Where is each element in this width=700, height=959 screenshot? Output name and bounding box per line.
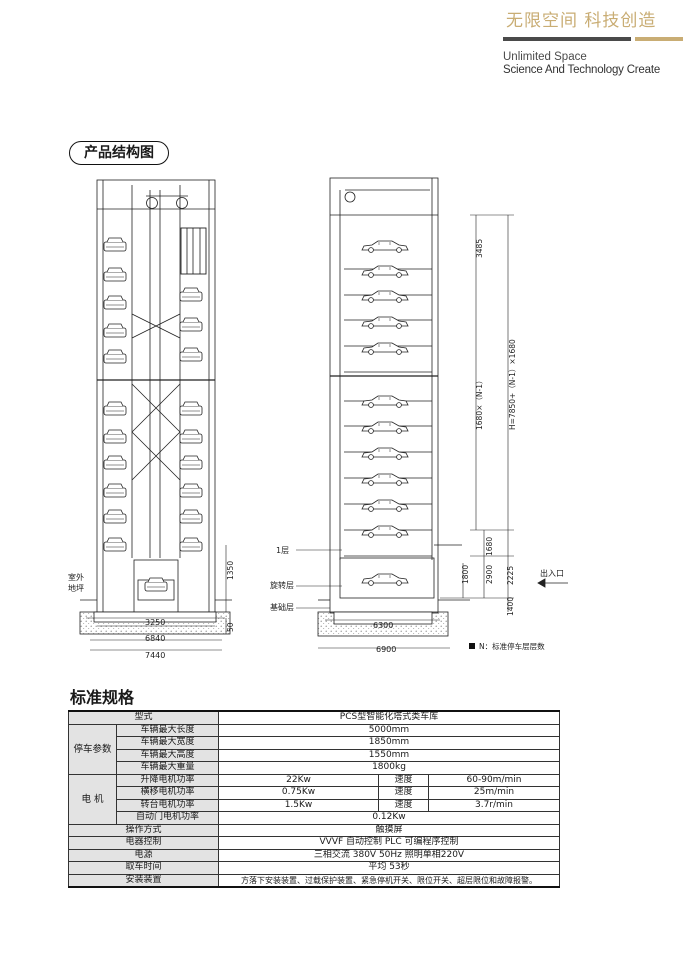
label-outdoor: 室外 [68,572,84,582]
dim-7440: 7440 [145,651,165,660]
table-row: 操作方式 触摸屏 [68,823,560,837]
row-label: 转台电机功率 [116,798,219,812]
dim-3250: 3250 [145,618,165,627]
dim-6300: 6300 [373,621,393,630]
row-speed: 25m/min [428,786,560,800]
row-power: 22Kw [218,773,379,787]
front-view [79,179,232,635]
row-value: VVVF 自动控制 PLC 可编程序控制 [218,836,560,850]
dim-3485: 3485 [475,239,484,258]
brand-bar-gold [635,37,683,41]
row-label: 取车时间 [68,861,219,875]
row-label: 车辆最大高度 [116,748,219,762]
table-row: 安装装置 方落下安装装置、过载保护装置、紧急停机开关、限位开关、超层限位和故障报… [68,873,560,888]
label-rotate: 旋转层 [270,580,294,590]
legend-text: N：标准停车层层数 [479,641,545,651]
spec-title: 标准规格 [70,688,135,707]
row-value: PCS型智能化塔式类车库 [218,710,560,725]
table-row: 自动门电机功率 0.12Kw [69,811,560,825]
table-row: 电器控制 VVVF 自动控制 PLC 可编程序控制 [68,836,560,850]
row-value: 平均 53秒 [218,861,560,875]
side-view-dims [318,214,514,649]
table-row: 横移电机功率 0.75Kw 速度 25m/min [69,786,560,800]
side-view-cars [361,240,409,586]
row-speed-label: 速度 [378,798,429,812]
table-row: 取车时间 平均 53秒 [68,861,560,875]
table-row: 电 机 升降电机功率 22Kw 速度 60-90m/min [68,773,560,825]
table-row: 车辆最大重量 1800kg [69,761,560,775]
table-row: 车辆最大宽度 1850mm [69,736,560,750]
front-view-dims [86,545,227,651]
dim-50: 50 [226,622,235,632]
label-ground: 地坪 [68,583,84,593]
row-value: 1850mm [218,736,560,750]
row-label: 操作方式 [68,823,219,837]
table-row: 转台电机功率 1.5Kw 速度 3.7r/min [69,798,560,812]
row-value: 三相交流 380V 50Hz 照明单相220V [218,848,560,862]
dim-6900: 6900 [376,645,396,654]
row-label: 车辆最大宽度 [116,736,219,750]
legend-square-icon [469,643,475,649]
table-row: 电源 三相交流 380V 50Hz 照明单相220V [68,848,560,862]
brand-line1: Unlimited Space [503,51,587,63]
spec-table: 型式 PCS型智能化塔式类车库 停车参数 车辆最大长度 5000mm 车辆最大宽… [68,710,560,888]
entrance-arrow-icon [537,578,568,588]
front-view-cars [103,237,203,592]
row-label: 横移电机功率 [116,786,219,800]
row-power: 1.5Kw [218,798,379,812]
row-label: 车辆最大长度 [116,723,219,737]
dim-2900: 2900 [485,565,494,584]
formula-height: H=7850+（N-1）×1680 [508,339,517,430]
dim-6840: 6840 [145,634,165,643]
row-value: 5000mm [218,723,560,737]
row-label: 电源 [68,848,219,862]
formula-1680n: 1680×（N-1） [475,377,484,430]
row-label: 电器控制 [68,836,219,850]
dim-1350: 1350 [226,561,235,580]
structure-drawing: 3250 6840 7440 1350 50 室外 地坪 1层 旋转层 基础层 [68,177,568,660]
table-row: 型式 PCS型智能化塔式类车库 [68,710,560,725]
row-speed-label: 速度 [378,773,429,787]
brand-slogan: 无限空间 科技创造 [506,11,657,31]
dim-2225: 2225 [506,566,515,585]
structure-title: 产品结构图 [69,141,169,165]
group-label: 停车参数 [68,723,117,775]
row-label: 升降电机功率 [116,773,219,787]
brand-line2: Science And Technology Create [503,64,661,76]
side-view [317,177,470,637]
dim-1800: 1800 [461,565,470,584]
entrance-label: 出入口 [540,568,564,578]
dim-1680: 1680 [485,537,494,556]
table-row: 车辆最大高度 1550mm [69,748,560,762]
row-value: 触摸屏 [218,823,560,837]
group-label: 电 机 [68,773,117,825]
dim-1400: 1400 [506,597,515,616]
row-value: 1550mm [218,748,560,762]
row-speed: 60-90m/min [428,773,560,787]
label-floor1: 1层 [276,546,289,555]
row-label: 型式 [68,710,219,725]
row-value: 1800kg [218,761,560,775]
row-value: 0.12Kw [218,811,560,825]
label-base: 基础层 [270,602,294,612]
row-speed-label: 速度 [378,786,429,800]
table-row: 停车参数 车辆最大长度 5000mm [68,723,560,775]
row-power: 0.75Kw [218,786,379,800]
row-label: 车辆最大重量 [116,761,219,775]
row-label: 安装装置 [68,873,219,888]
row-label: 自动门电机功率 [116,811,219,825]
row-value: 方落下安装装置、过载保护装置、紧急停机开关、限位开关、超层限位和故障报警。 [218,873,560,888]
brand-bar-dark [503,37,631,41]
row-speed: 3.7r/min [428,798,560,812]
